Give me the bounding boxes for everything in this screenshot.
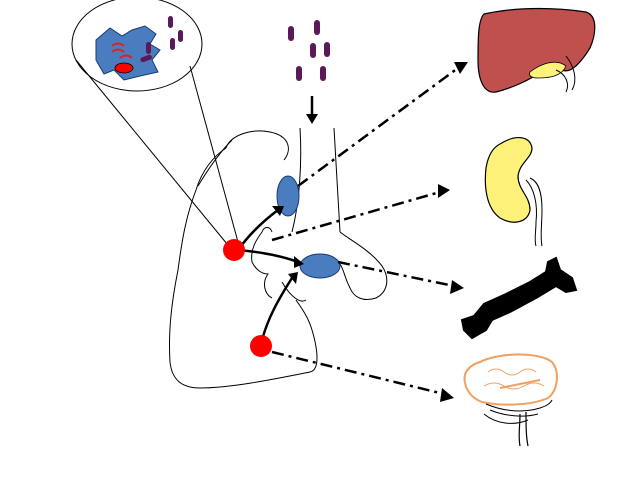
microscope-cell-inset xyxy=(71,0,203,92)
body-outline xyxy=(168,127,388,389)
lymph-node-lower xyxy=(299,253,341,279)
liver-icon xyxy=(477,7,596,93)
cell-blob xyxy=(95,25,161,81)
zoom-line-right xyxy=(189,65,239,243)
metastasis-arrows xyxy=(271,66,459,396)
bone-icon xyxy=(460,256,578,340)
secondary-tumor-node xyxy=(250,335,272,357)
brain-icon xyxy=(463,353,558,447)
cell-nucleus xyxy=(114,62,134,74)
zoom-line-left xyxy=(75,59,233,251)
entry-arrow xyxy=(306,96,318,124)
kidney-icon xyxy=(484,137,543,247)
particles-falling xyxy=(288,20,330,81)
primary-tumor-node xyxy=(223,239,245,261)
